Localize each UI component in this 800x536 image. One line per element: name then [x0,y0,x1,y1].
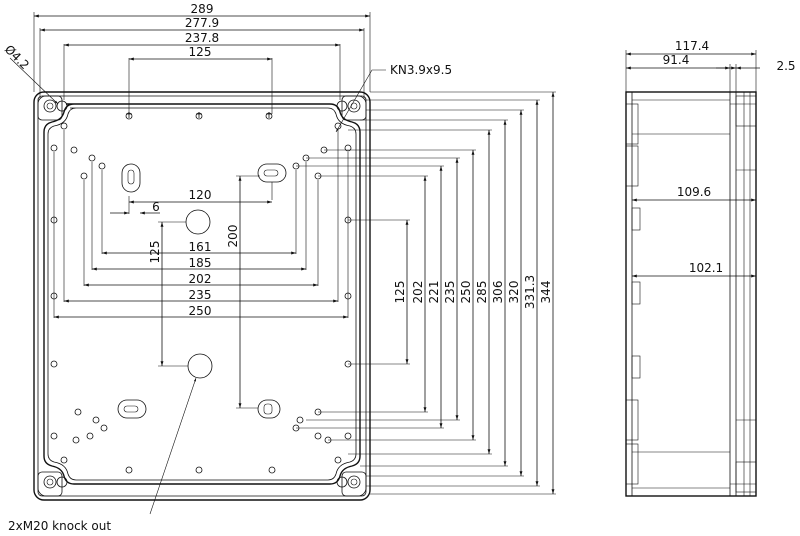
front-dimensions: 289 277.9 237.8 125 Ø4.2 KN3.9x9.5 120 6… [2,2,556,533]
dim-117-4: 117.4 [675,39,709,53]
mounting-slots [117,163,287,419]
corner-screw-br [336,471,367,497]
side-dimensions: 117.4 91.4 2.5 109.6 102.1 [625,39,796,278]
dim-202-h: 202 [189,272,212,286]
dim-91-4: 91.4 [663,53,690,67]
knockout-upper [185,209,211,235]
hole-diameter-label: Ø4.2 [2,42,32,72]
dim-250-right: 250 [459,281,473,304]
dim-289: 289 [191,2,214,16]
dim-125-inner-v: 125 [148,241,162,264]
dim-344-right: 344 [539,281,553,304]
mounting-holes [60,122,342,464]
dim-237-8: 237.8 [185,31,219,45]
dim-306-right: 306 [491,281,505,304]
side-view [625,91,757,497]
dim-109-6: 109.6 [677,185,711,199]
side-outline [625,91,757,497]
dim-102-1: 102.1 [689,261,723,275]
front-view [33,91,371,501]
knockout-lower [187,353,213,379]
dim-120: 120 [189,188,212,202]
dim-285-right: 285 [475,281,489,304]
dim-200-v: 200 [226,225,240,248]
dim-235-right: 235 [443,281,457,304]
enclosure-outline [33,91,371,501]
dim-277-9: 277.9 [185,16,219,30]
inner-wall [43,103,361,485]
dim-125-top: 125 [189,45,212,59]
dim-125-right: 125 [393,281,407,304]
corner-screw-bl [37,471,68,497]
knockout-m20-label: 2xM20 knock out [8,519,111,533]
dim-202-right: 202 [411,281,425,304]
dim-221-right: 221 [427,281,441,304]
dim-185: 185 [189,256,212,270]
dim-161: 161 [189,240,212,254]
dim-2-5: 2.5 [776,59,795,73]
dim-320-right: 320 [507,281,521,304]
dim-235-h: 235 [189,288,212,302]
dim-6: 6 [152,200,160,214]
knockout-note-label: KN3.9x9.5 [390,63,452,77]
dim-250-h: 250 [189,304,212,318]
dim-331-3-right: 331.3 [523,275,537,309]
